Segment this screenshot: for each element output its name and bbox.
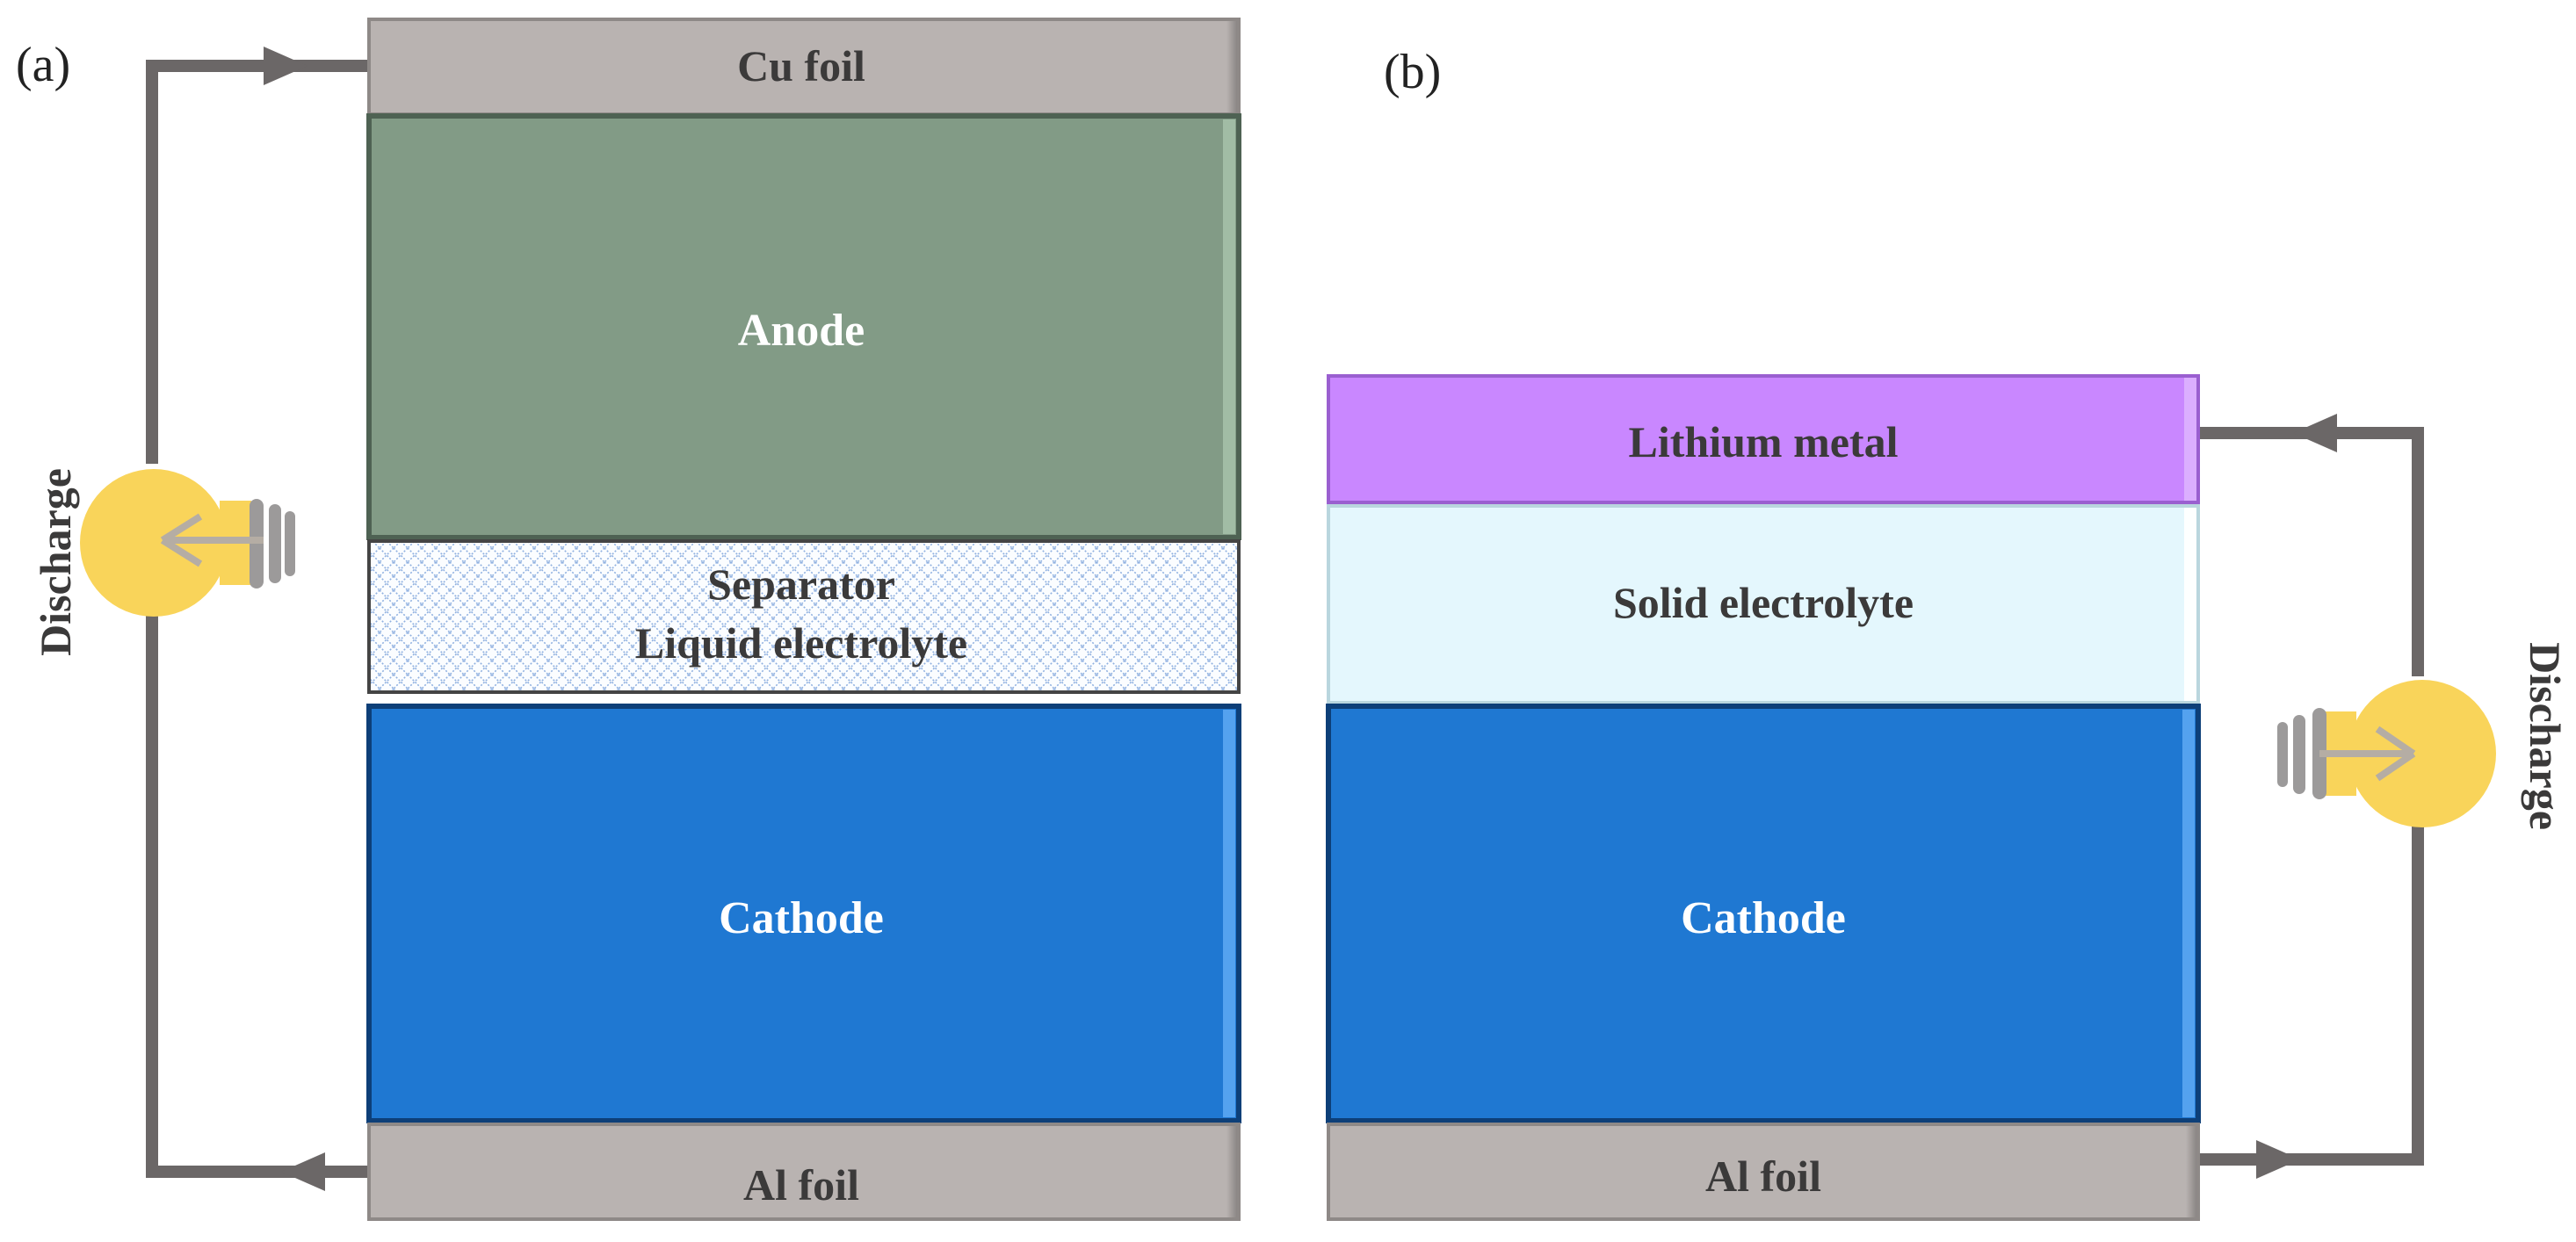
cu-foil-label: Cu foil <box>737 41 865 90</box>
panel-a-label: (a) <box>16 38 70 92</box>
cathode-label-a: Cathode <box>719 893 884 943</box>
al-foil-layer-b: Al foil <box>1327 1123 2200 1221</box>
solid-electrolyte-label: Solid electrolyte <box>1613 578 1914 627</box>
cathode-label-b: Cathode <box>1681 893 1846 943</box>
cu-foil-layer: Cu foil <box>367 18 1241 116</box>
arrow-icon-bottom-b <box>2256 1140 2300 1179</box>
liquid-electrolyte-label: Liquid electrolyte <box>635 618 967 668</box>
lightbulb-icon-a <box>77 464 295 617</box>
lithium-metal-label: Lithium metal <box>1629 417 1899 466</box>
anode-label: Anode <box>738 306 865 356</box>
arrow-icon-bottom-a <box>281 1152 325 1191</box>
panel-b: (b) Discharge Lithium metal Sol <box>1326 45 2570 1221</box>
cathode-layer-b: Cathode <box>1326 704 2201 1123</box>
circuit-wire-a <box>146 60 369 1178</box>
cathode-layer-a: Cathode <box>366 704 1241 1123</box>
arrow-icon-top-b <box>2293 414 2337 452</box>
al-foil-layer-a: Al foil <box>367 1123 1241 1221</box>
lightbulb-icon-b <box>2277 676 2499 827</box>
discharge-label-a: Discharge <box>31 468 80 656</box>
anode-layer: Anode <box>366 113 1241 540</box>
solid-electrolyte-layer: Solid electrolyte <box>1327 504 2200 704</box>
al-foil-label-a: Al foil <box>743 1160 859 1210</box>
panel-a: (a) Discharge Cu foil <box>16 18 1241 1221</box>
discharge-label-b: Discharge <box>2521 642 2570 830</box>
separator-label: Separator <box>707 560 895 609</box>
al-foil-label-b: Al foil <box>1705 1152 1821 1201</box>
arrow-icon-top-a <box>264 47 308 85</box>
lithium-metal-layer: Lithium metal <box>1327 374 2200 504</box>
panel-b-label: (b) <box>1384 45 1441 99</box>
separator-layer: Separator Liquid electrolyte <box>367 539 1241 694</box>
